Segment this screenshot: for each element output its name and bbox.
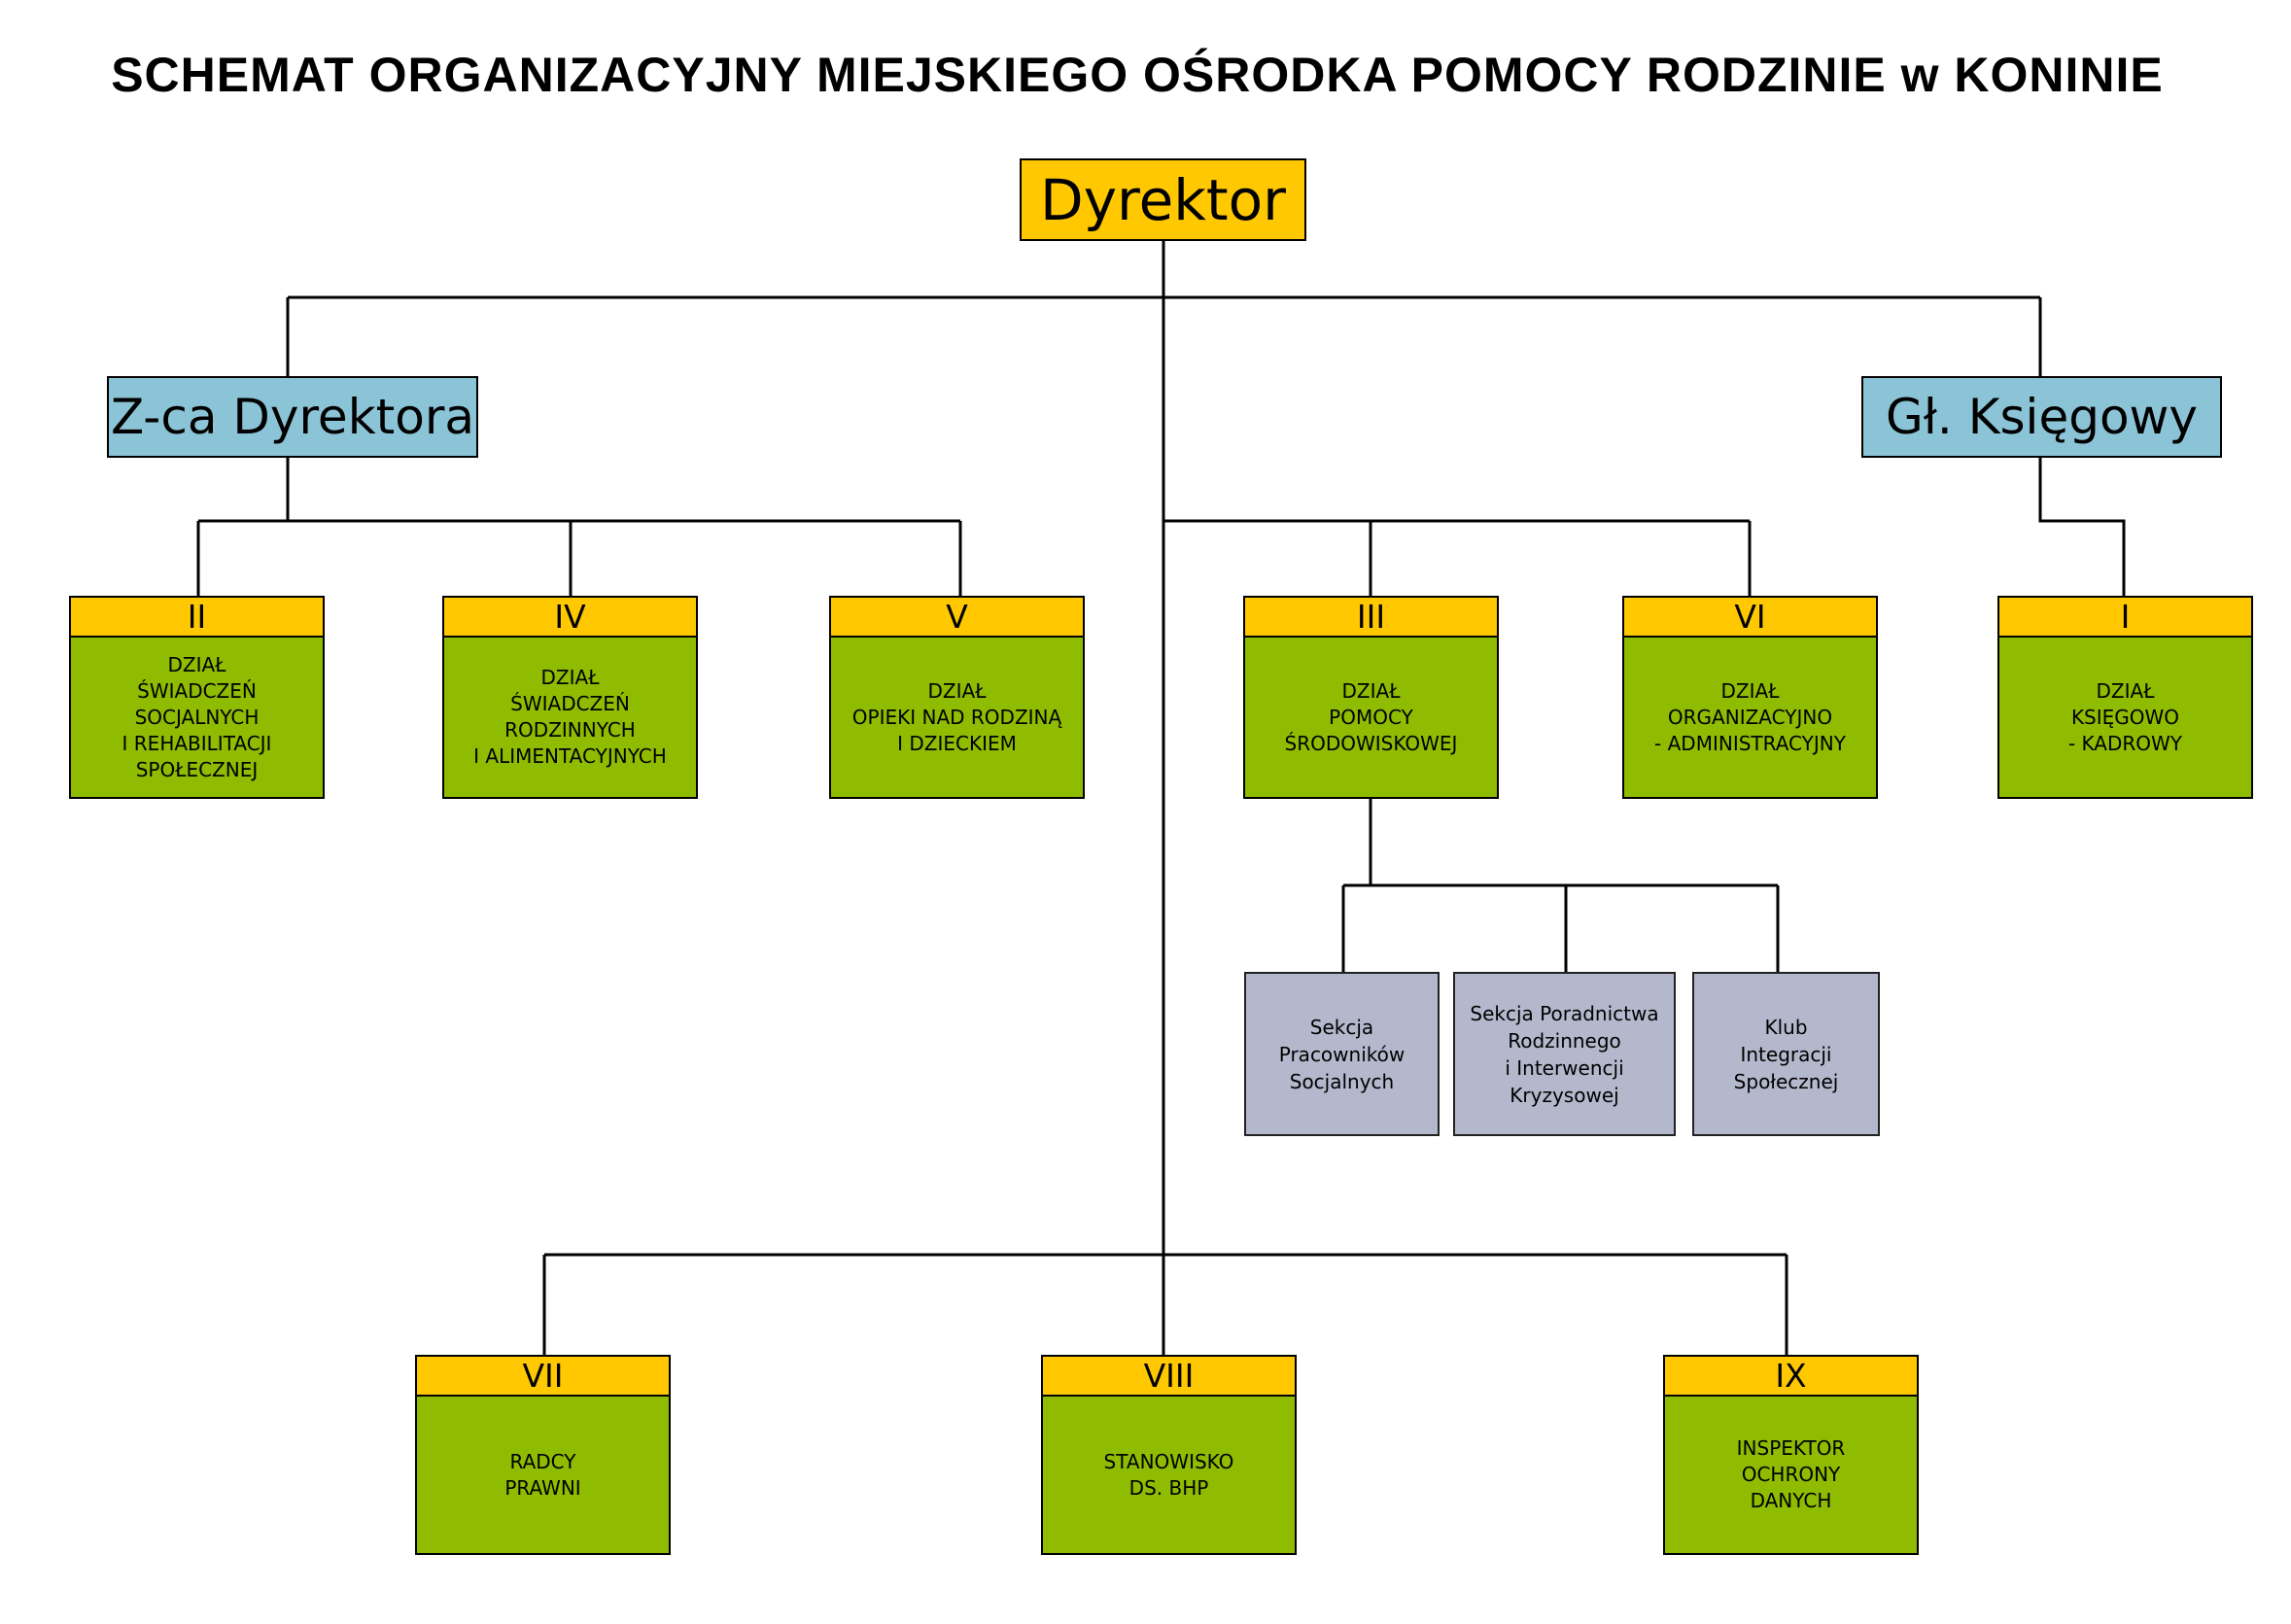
unit-name: INSPEKTOR OCHRONY DANYCH [1665, 1397, 1917, 1553]
section-social-integration-club: Klub Integracji Społecznej [1692, 972, 1880, 1136]
connector-director-mid [1163, 519, 1752, 596]
chart-title: SCHEMAT ORGANIZACYJNY MIEJSKIEGO OŚRODKA… [111, 48, 2164, 102]
connector-sections [1341, 794, 1780, 972]
unit-number: III [1245, 598, 1497, 638]
section-social-workers: Sekcja Pracowników Socjalnych [1244, 972, 1440, 1136]
unit-number: I [1999, 598, 2251, 638]
unit-name: DZIAŁ ŚWIADCZEŃ RODZINNYCH I ALIMENTACYJ… [444, 638, 696, 797]
unit-number: V [831, 598, 1083, 638]
section-family-counseling: Sekcja Poradnictwa Rodzinnego i Interwen… [1453, 972, 1676, 1136]
connector-accountant [2038, 458, 2126, 596]
unit-number: VIII [1043, 1357, 1295, 1397]
director-box: Dyrektor [1020, 158, 1306, 241]
unit-name: STANOWISKO DS. BHP [1043, 1397, 1295, 1553]
unit-name: DZIAŁ OPIEKI NAD RODZINĄ I DZIECKIEM [831, 638, 1083, 797]
unit-number: IX [1665, 1357, 1917, 1397]
unit-number: IV [444, 598, 696, 638]
unit-name: RADCY PRAWNI [417, 1397, 669, 1553]
chief-accountant-box: Gł. Księgowy [1861, 376, 2222, 458]
unit-name: DZIAŁ ŚWIADCZEŃ SOCJALNYCH I REHABILITAC… [71, 638, 323, 797]
connector-deputy [196, 458, 962, 596]
unit-number: VII [417, 1357, 669, 1397]
connector-bottom [542, 1253, 1788, 1355]
unit-name: DZIAŁ KSIĘGOWO - KADROWY [1999, 638, 2251, 797]
deputy-director-box: Z-ca Dyrektora [107, 376, 478, 458]
connector-director [286, 241, 2042, 1355]
unit-name: DZIAŁ ORGANIZACYJNO - ADMINISTRACYJNY [1624, 638, 1876, 797]
unit-name: DZIAŁ POMOCY ŚRODOWISKOWEJ [1245, 638, 1497, 797]
unit-number: II [71, 598, 323, 638]
unit-number: VI [1624, 598, 1876, 638]
